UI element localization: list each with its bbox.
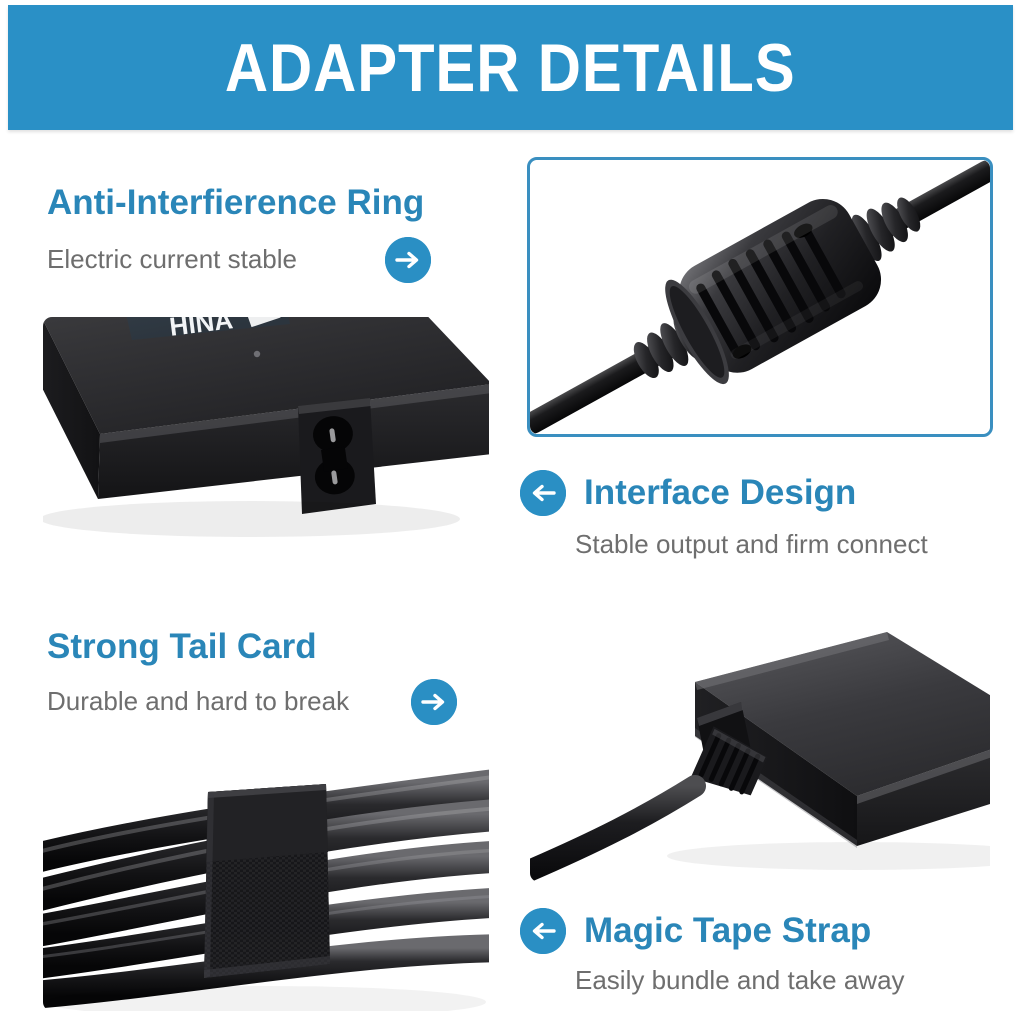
adapter-socket-photo-frame: HINA [40, 314, 492, 578]
feature-heading-interface-design: Interface Design [584, 472, 857, 512]
ferrite-ring-photo [530, 160, 990, 434]
feature-subtext-strong-tail-card: Durable and hard to break [47, 686, 350, 717]
adapter-socket-photo: HINA [40, 314, 492, 578]
feature-text-strong-tail-card: Strong Tail Card Durable and hard to bre… [47, 627, 492, 725]
page-title-text: ADAPTER DETAILS [225, 29, 796, 106]
feature-heading-magic-tape-strap: Magic Tape Strap [584, 910, 872, 950]
arrow-right-circle-icon [411, 678, 458, 725]
feature-subtext-magic-tape-strap: Easily bundle and take away [575, 965, 905, 995]
page-title: ADAPTER DETAILS [8, 34, 1013, 102]
arrow-left-circle-icon [520, 908, 566, 954]
feature-subtext-anti-interference-ring: Electric current stable [47, 244, 297, 275]
velcro-strap-photo [40, 752, 492, 1014]
feature-text-interface-design: Interface Design Stable output and firm … [520, 470, 1020, 559]
velcro-strap-photo-frame [40, 752, 492, 1014]
arrow-left-circle-icon [520, 470, 566, 516]
ferrite-ring-photo-frame [527, 157, 993, 437]
feature-subtext-interface-design: Stable output and firm connect [575, 529, 928, 559]
feature-text-magic-tape-strap: Magic Tape Strap Easily bundle and take … [520, 908, 1020, 995]
tail-card-photo [527, 610, 993, 885]
feature-heading-anti-interference-ring: Anti-Interfierence Ring [47, 183, 425, 222]
tail-card-photo-frame [527, 610, 993, 885]
header-banner: ADAPTER DETAILS [8, 5, 1013, 130]
feature-text-anti-interference-ring: Anti-Interfierence Ring Electric current… [47, 183, 492, 283]
arrow-right-circle-icon [384, 236, 431, 283]
feature-heading-strong-tail-card: Strong Tail Card [47, 627, 317, 666]
